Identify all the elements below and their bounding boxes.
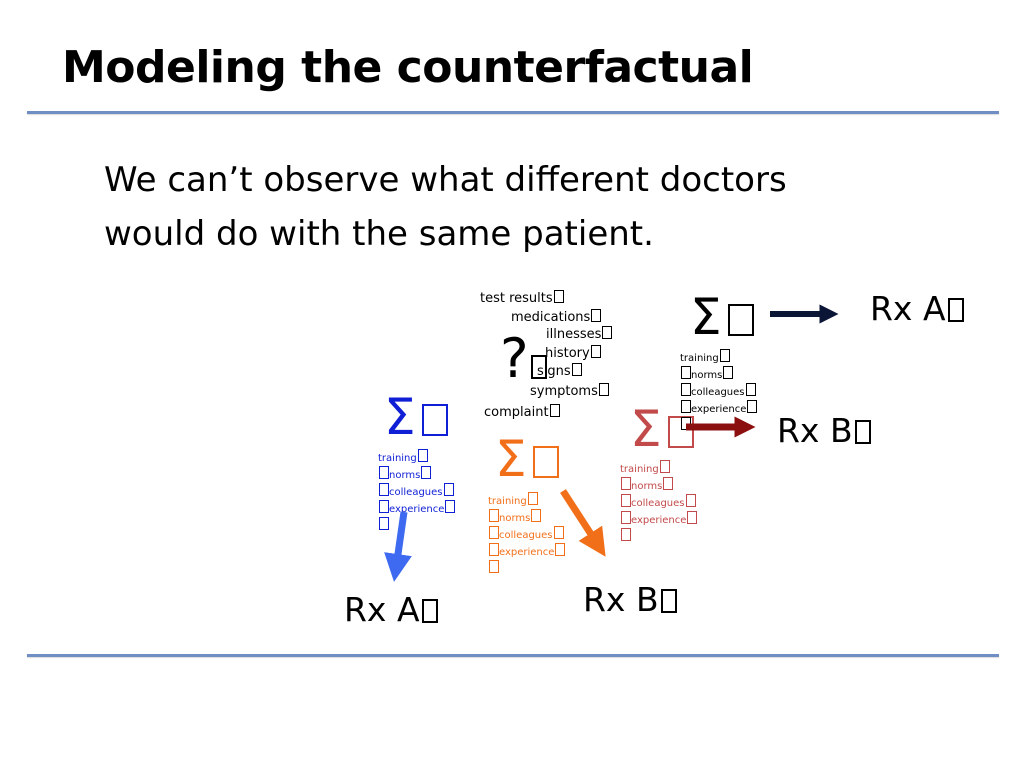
missing-glyph-box-icon [532, 446, 559, 478]
doctor-sum-blue: Σ [384, 392, 448, 442]
bottom-divider [27, 654, 999, 657]
missing-glyph-box-icon [549, 404, 560, 417]
doctor-sum-black: Σ [690, 292, 754, 342]
arrow-icon [384, 511, 412, 582]
missing-glyph-box-icon [571, 363, 582, 376]
question-mark: ? [500, 327, 529, 390]
patient-feature: complaint [484, 404, 560, 419]
slide-title: Modeling the counterfactual [62, 42, 754, 93]
prescription-orange: Rx B [583, 583, 677, 616]
missing-glyph-box-icon [553, 290, 564, 303]
doctor-factors-blue: training norms colleagues experience [378, 449, 456, 534]
body-line-2: would do with the same patient. [104, 214, 654, 254]
patient-feature: test results [480, 290, 564, 305]
body-line-1: We can’t observe what different doctors [104, 160, 787, 200]
patient-feature: medications [511, 309, 602, 324]
prescription-red: Rx B [777, 414, 871, 447]
doctor-sum-orange: Σ [495, 434, 559, 484]
top-divider [27, 111, 999, 114]
patient-question: ? [500, 332, 547, 386]
missing-glyph-box-icon [667, 416, 694, 448]
missing-glyph-box-icon [598, 383, 609, 396]
patient-feature: signs [537, 363, 582, 378]
doctor-factors-black: training norms colleagues experience [680, 349, 758, 434]
doctor-factors-red: training norms colleagues experience [620, 460, 698, 545]
doctor-factors-orange: training norms colleagues experience [488, 492, 566, 577]
missing-glyph-box-icon [530, 355, 547, 379]
patient-feature: history [545, 345, 601, 360]
prescription-blue: Rx A [344, 593, 438, 626]
patient-feature: symptoms [530, 383, 609, 398]
missing-glyph-box-icon [727, 304, 754, 336]
missing-glyph-box-icon [421, 404, 448, 436]
missing-glyph-box-icon [590, 345, 601, 358]
patient-feature: illnesses [546, 326, 613, 341]
missing-glyph-box-icon [591, 309, 602, 322]
doctor-sum-red: Σ [630, 404, 694, 454]
prescription-black: Rx A [870, 292, 964, 325]
missing-glyph-box-icon [602, 326, 613, 339]
arrow-icon [560, 489, 606, 557]
